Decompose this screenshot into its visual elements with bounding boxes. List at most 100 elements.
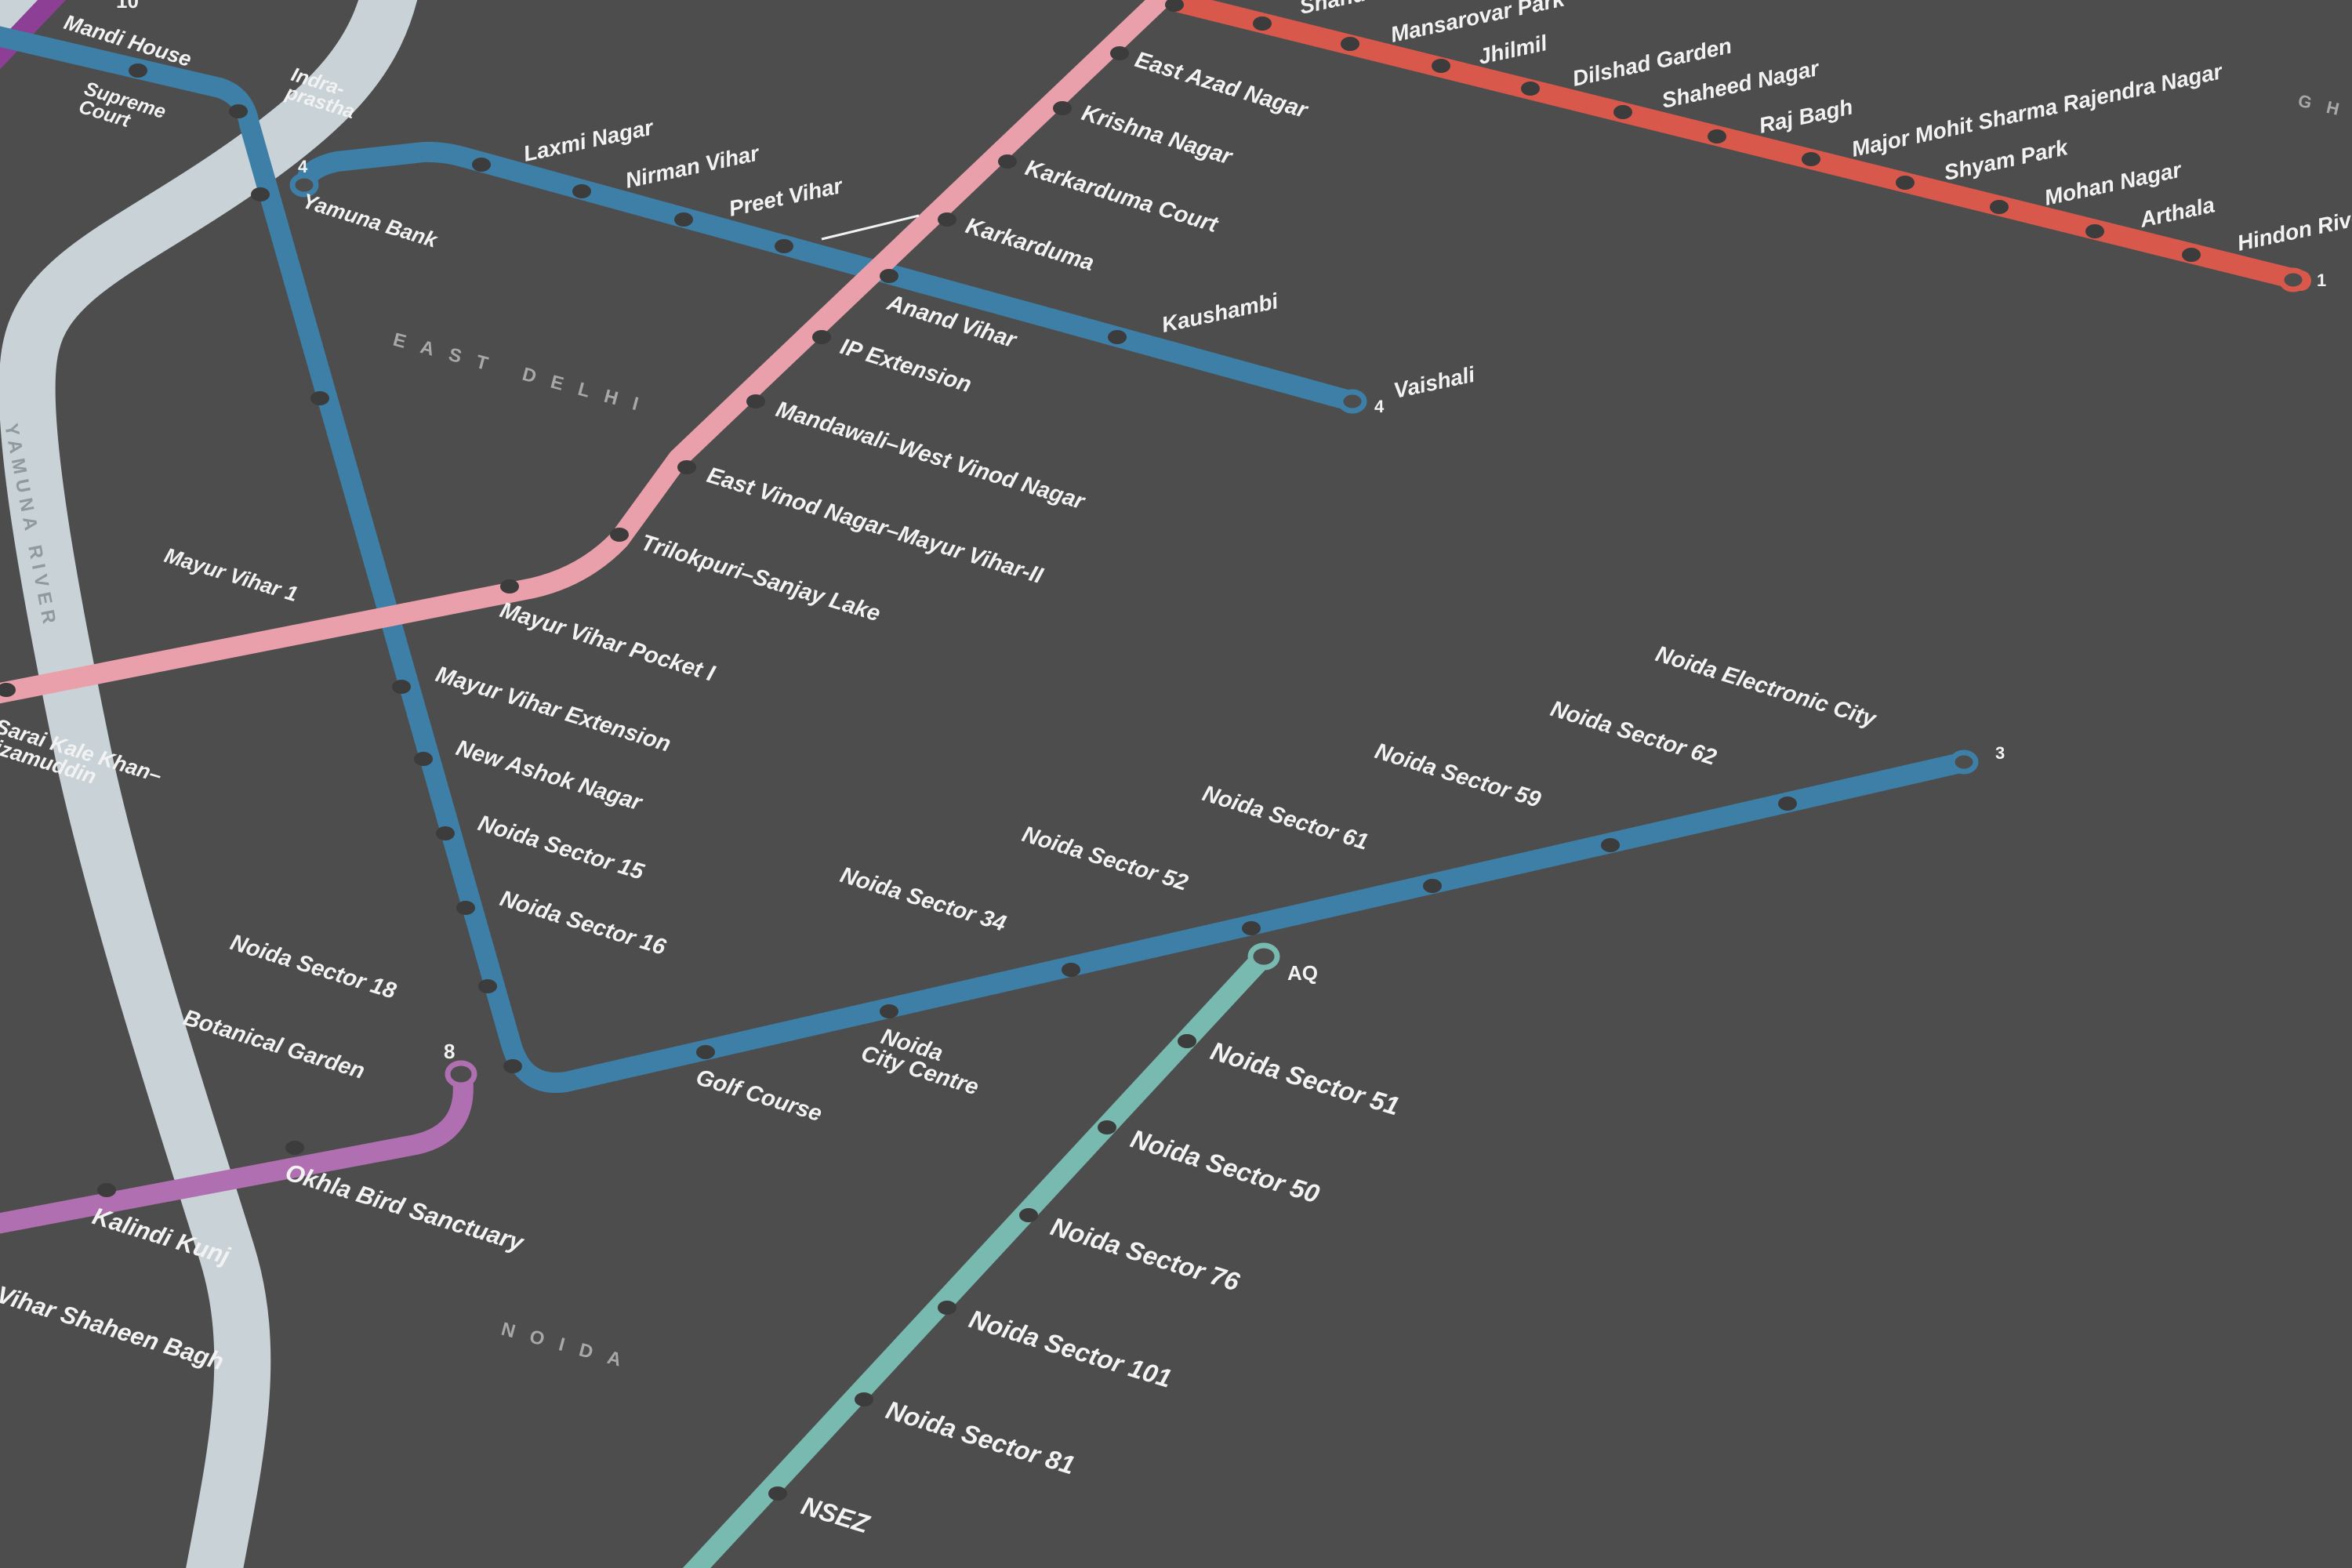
station-dot	[1708, 129, 1726, 143]
station-label: Botanical Garden	[180, 1005, 368, 1084]
station-label: Supreme Court	[76, 78, 173, 143]
station-label: Noida Sector 62	[1548, 696, 1719, 771]
station-label: Karkarduma	[963, 213, 1097, 276]
station-dot	[0, 683, 16, 697]
station-label: Preet Vihar	[727, 173, 846, 221]
line-3-blue	[0, 26, 1974, 1093]
station-label: Arthala	[2137, 192, 2217, 232]
station-dot	[1423, 879, 1442, 893]
station-label: Noida Sector 61	[1200, 781, 1371, 855]
station-dot	[1521, 82, 1540, 96]
station-label: Noida Sector 51	[1207, 1036, 1403, 1120]
station-dot	[1896, 176, 1915, 190]
station-label: Noida Sector 16	[497, 886, 670, 960]
station-dot	[500, 579, 519, 593]
station-dot	[1990, 200, 2009, 214]
station-dot	[610, 528, 629, 542]
station-label: Shahdara	[1298, 0, 1400, 19]
station-dot	[1062, 963, 1080, 977]
station-dot	[129, 64, 147, 78]
station-label: Karkarduma Court	[1022, 155, 1221, 238]
station-dot	[1341, 37, 1359, 51]
line-8-magenta	[0, 1067, 474, 1234]
terminal-ring	[1247, 942, 1280, 971]
line-badge-8: 8	[444, 1040, 455, 1063]
station-dot	[1778, 797, 1797, 811]
station-dot	[1242, 921, 1261, 935]
line-badge-aq: AQ	[1287, 961, 1318, 985]
station-dot	[938, 212, 956, 227]
station-dot	[746, 394, 765, 408]
station-label: Noida Sector 81	[883, 1395, 1078, 1479]
station-label: Raj Bagh	[1757, 94, 1855, 138]
station-dot	[1802, 152, 1820, 166]
station-dot	[1165, 0, 1184, 12]
station-label: Vihar Shaheen Bagh	[0, 1280, 227, 1375]
terminal-ring	[445, 1060, 477, 1088]
station-dot	[472, 158, 491, 172]
station-labels-line-3-south: Mayur Vihar Extension New Ashok Nagar No…	[180, 641, 1880, 1127]
area-label-east-delhi: EAST DELHI	[390, 329, 655, 419]
station-label: NSEZ	[798, 1490, 874, 1539]
station-label: Noida Sector 52	[1019, 822, 1191, 896]
station-dot	[572, 184, 591, 198]
line-aqua	[682, 946, 1274, 1568]
terminal-rings	[289, 172, 2308, 1088]
station-dot	[855, 1392, 873, 1406]
station-dot	[812, 330, 831, 344]
station-dot	[938, 1301, 956, 1315]
line-badge-1: 1	[2317, 270, 2326, 290]
station-label: New Ashok Nagar	[453, 735, 646, 816]
yamuna-river	[0, 0, 418, 1568]
station-label: Nirman Vihar	[623, 140, 763, 193]
station-dot	[768, 1486, 787, 1501]
station-dot	[696, 1045, 715, 1059]
station-label: Golf Course	[693, 1065, 825, 1127]
station-dot	[1432, 59, 1450, 73]
line-badge-violet: 10	[116, 0, 139, 13]
station-label: Noida Sector 18	[227, 930, 400, 1004]
station-dot	[775, 239, 793, 253]
station-label: Noida Sector 76	[1047, 1211, 1243, 1296]
station-labels-aqua: Noida Sector 51 Noida Sector 50 Noida Se…	[798, 1036, 1403, 1539]
station-dot	[97, 1183, 116, 1197]
station-dot	[2085, 224, 2104, 238]
station-dot	[251, 187, 270, 201]
station-dot	[478, 979, 497, 993]
station-label: Laxmi Nagar	[521, 114, 657, 166]
station-label: Vaishali	[1392, 362, 1478, 403]
station-dot	[392, 680, 411, 694]
line-badge-4-west: 4	[298, 157, 308, 176]
station-label: Noida City Centre	[858, 1020, 988, 1101]
station-label: IP Extension	[837, 334, 975, 397]
station-dot	[2182, 248, 2201, 262]
station-label: Noida Sector 59	[1372, 739, 1544, 813]
station-dot	[1110, 46, 1129, 60]
station-dot	[310, 391, 329, 405]
station-dot	[880, 1004, 898, 1018]
station-label: Kaushambi	[1160, 289, 1281, 337]
station-dot	[1613, 105, 1632, 119]
station-label: Noida Sector 50	[1127, 1123, 1323, 1208]
station-label: Noida Sector 34	[837, 862, 1009, 937]
station-label: Okhla Bird Sanctuary	[282, 1158, 528, 1257]
station-dot	[1053, 101, 1072, 115]
station-labels-line-1: Shahdara Mansarovar Park Jhilmil Dilshad…	[1298, 0, 2352, 256]
terminal-ring	[1338, 389, 1367, 414]
terminal-ring	[2278, 267, 2308, 292]
station-dot	[998, 154, 1017, 169]
station-dot	[1601, 838, 1620, 852]
area-label-ghaziabad: GH	[2296, 91, 2352, 123]
station-dot	[880, 269, 898, 283]
station-label: Jhilmil	[1476, 31, 1550, 69]
line-violet	[0, 0, 66, 70]
station-label: Yamuna Bank	[299, 189, 441, 252]
station-dot	[229, 104, 248, 118]
terminal-ring	[289, 172, 319, 198]
station-dot	[1253, 16, 1272, 31]
station-dot	[1178, 1034, 1196, 1048]
terminal-ring	[1949, 750, 1979, 775]
line-pink	[0, 0, 1175, 704]
station-dot	[677, 460, 696, 474]
